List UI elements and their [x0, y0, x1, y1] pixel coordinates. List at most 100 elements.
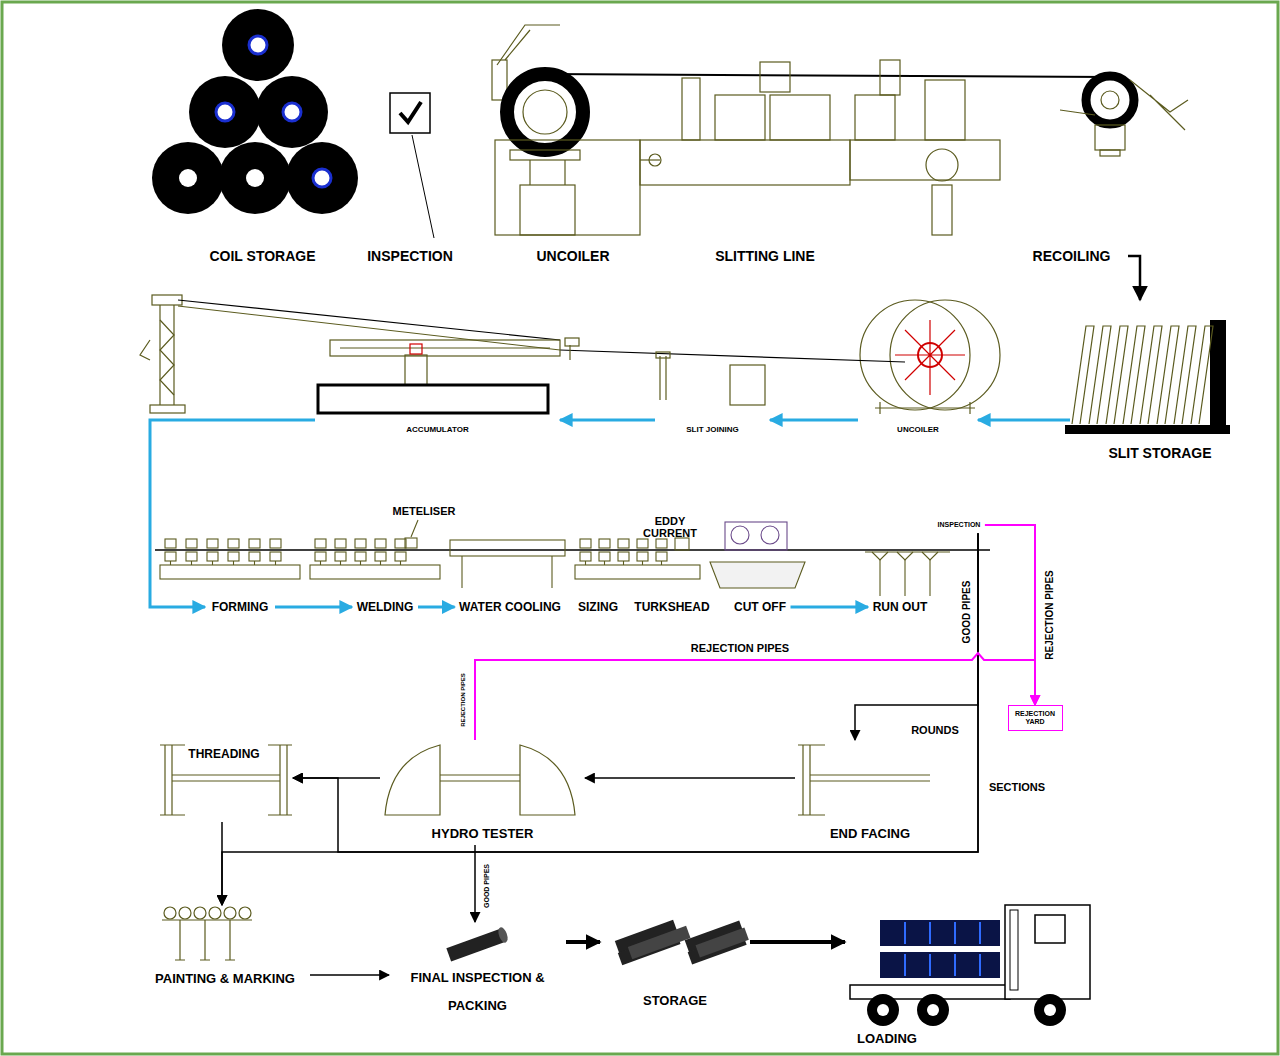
truck: [905, 922, 980, 976]
slit-storage-rack: [1065, 425, 1230, 434]
tube-mill: [165, 539, 176, 548]
tube-mill: [623, 561, 624, 565]
truck: [867, 994, 899, 1026]
station-label: UNCOILER: [523, 244, 623, 269]
slit-storage-rack: [1065, 320, 1230, 434]
tube-mill: [642, 561, 643, 565]
painting-rack: [164, 907, 176, 919]
truck: [927, 1004, 939, 1016]
pipe-route-label: REJECTION PIPES: [689, 642, 791, 654]
slit-storage-rack: [1072, 326, 1213, 424]
flow-arrow: [585, 777, 795, 779]
coil-stack: [219, 142, 291, 214]
truck: [904, 954, 906, 976]
tube-mill: [155, 549, 990, 550]
flow-arrow: [855, 533, 978, 740]
pipe-bundles: [628, 926, 691, 959]
tube-mill: [270, 539, 281, 548]
flow-arrow: [275, 606, 352, 609]
truck: [917, 994, 949, 1026]
pipe-bundles: [615, 920, 749, 965]
painting-rack: [175, 920, 235, 960]
tube-mill: [380, 561, 381, 565]
truck: [880, 952, 1000, 978]
station-label: THREADING: [155, 740, 293, 822]
coil-stack: [189, 76, 261, 148]
tube-mill: [725, 522, 787, 550]
flow-arrow: [978, 419, 1070, 422]
tube-mill: [872, 552, 938, 560]
station-name: SLITTING LINE: [715, 248, 815, 265]
station-name: WELDING: [357, 600, 414, 614]
station-label: FORMING: [205, 596, 275, 618]
tube-mill: [461, 556, 462, 588]
packed-pipe: [446, 926, 509, 961]
truck: [1044, 1004, 1056, 1016]
station-name: FINAL INSPECTION & PACKING: [394, 964, 562, 1019]
hydro-tester-machine: [520, 745, 575, 815]
tube-mill: [191, 561, 192, 565]
inspection-check: [390, 93, 430, 133]
slitting-machine: [495, 140, 640, 235]
station-name: RUN OUT: [873, 600, 928, 614]
tube-mill: [207, 539, 218, 548]
station-name: LOADING: [857, 1031, 917, 1047]
tube-mill: [661, 561, 662, 565]
slitting-machine: [640, 140, 850, 185]
coil-stack: [249, 36, 267, 54]
painting-rack: [162, 907, 252, 960]
tube-mill: [637, 539, 648, 548]
station-name: UNCOILER: [536, 248, 609, 265]
tube-mill: [450, 540, 565, 556]
tube-mill: [160, 565, 300, 579]
tube-mill: [315, 539, 326, 548]
painting-rack: [162, 919, 252, 920]
station-label: STORAGE: [600, 912, 750, 1012]
tube-mill: [228, 539, 239, 548]
coil-stack: [179, 169, 197, 187]
slit-joining-machine: [659, 356, 660, 400]
truck: [880, 920, 1000, 946]
station-name: RECOILING: [1033, 248, 1111, 265]
truck: [1035, 915, 1065, 943]
tube-mill: [375, 552, 386, 561]
flow-arrow: [791, 606, 869, 609]
flow-arrow: [221, 822, 223, 905]
flow-arrow: [293, 777, 380, 779]
accumulator-machine: [405, 355, 427, 385]
hydro-tester-machine: [385, 745, 440, 815]
threading-machine: [160, 745, 185, 815]
end-facing-machine: [810, 780, 930, 781]
slitting-machine: [523, 90, 567, 134]
coil-stack: [286, 142, 358, 214]
painting-rack: [194, 907, 206, 919]
station-name: SLIT STORAGE: [1108, 445, 1211, 462]
truck: [877, 1004, 889, 1016]
slitting-machine: [770, 95, 830, 140]
station-label: RUN OUT: [868, 596, 932, 618]
packed-pipe: [446, 929, 505, 962]
uncoiler-machine: [890, 300, 1000, 410]
slitting-machine: [855, 95, 895, 140]
station-name: ACCUMULATOR: [406, 425, 468, 435]
hydro-tester-machine: [440, 774, 520, 775]
accumulator-machine: [160, 320, 174, 395]
truck: [904, 922, 906, 944]
station-label: WATER COOLING: [455, 596, 566, 618]
coil-stack: [222, 9, 294, 81]
tube-mill: [585, 561, 586, 565]
uncoiler-machine: [560, 300, 1000, 414]
pipe-route-label: REJECTION PIPES: [1044, 568, 1055, 661]
station-name: HYDRO TESTER: [432, 826, 534, 842]
truck: [954, 954, 956, 976]
station-label: FINAL INSPECTION & PACKING: [389, 922, 566, 1022]
slitting-machine: [529, 160, 530, 185]
flow-arrow: [560, 419, 655, 422]
tube-mill: [355, 539, 366, 548]
tube-mill: [233, 561, 234, 565]
tube-mill: [212, 561, 213, 565]
station-label: SLIT JOINING: [655, 355, 770, 438]
